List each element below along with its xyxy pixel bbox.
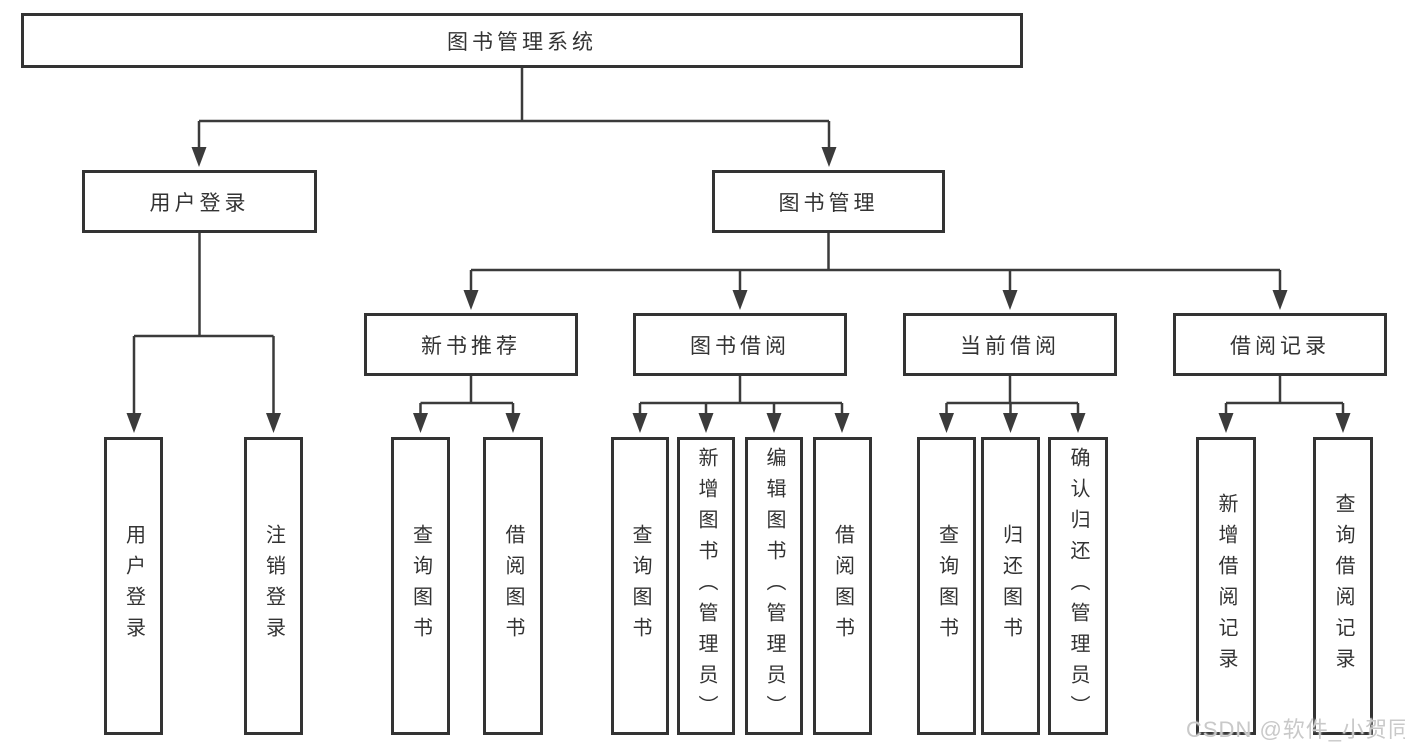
node-borrow-records: 借阅记录 xyxy=(1173,313,1387,376)
node-new-book-recommend: 新书推荐 xyxy=(364,313,578,376)
node-root-label: 图书管理系统 xyxy=(447,30,597,54)
leaf-query-books-3: 查询图书 xyxy=(917,437,976,735)
node-borrow-records-label: 借阅记录 xyxy=(1230,334,1330,358)
leaf-return-books: 归还图书 xyxy=(981,437,1040,735)
node-book-management-label: 图书管理 xyxy=(778,191,879,215)
node-book-management: 图书管理 xyxy=(712,170,945,233)
node-new-book-recommend-label: 新书推荐 xyxy=(421,334,521,358)
watermark: CSDN @软件_小贺同学 xyxy=(1186,717,1405,742)
leaf-add-books-admin: 新增图书（管理员） xyxy=(677,437,735,735)
leaf-logout: 注销登录 xyxy=(244,437,303,735)
leaf-borrow-books-1-label: 借阅图书 xyxy=(502,524,524,648)
leaf-add-books-admin-label: 新增图书（管理员） xyxy=(695,446,717,726)
leaf-query-books-2-label: 查询图书 xyxy=(629,524,651,648)
leaf-borrow-books-1: 借阅图书 xyxy=(483,437,543,735)
node-book-borrow: 图书借阅 xyxy=(633,313,847,376)
node-user-login-label: 用户登录 xyxy=(149,191,250,215)
connector-segments xyxy=(132,68,1345,418)
leaf-user-login-label: 用户登录 xyxy=(122,524,145,648)
leaf-query-books-3-label: 查询图书 xyxy=(935,524,958,648)
leaf-edit-books-admin: 编辑图书（管理员） xyxy=(745,437,803,735)
node-current-borrow-label: 当前借阅 xyxy=(960,334,1060,358)
leaf-query-borrow-record-label: 查询借阅记录 xyxy=(1332,493,1354,679)
leaf-query-borrow-record: 查询借阅记录 xyxy=(1313,437,1373,735)
leaf-borrow-books-2-label: 借阅图书 xyxy=(831,524,854,648)
leaf-user-login: 用户登录 xyxy=(104,437,163,735)
leaf-query-books-1: 查询图书 xyxy=(391,437,450,735)
leaf-confirm-return-admin: 确认归还（管理员） xyxy=(1048,437,1108,735)
leaf-borrow-books-2: 借阅图书 xyxy=(813,437,872,735)
leaf-query-books-2: 查询图书 xyxy=(611,437,669,735)
node-user-login: 用户登录 xyxy=(82,170,317,233)
node-current-borrow: 当前借阅 xyxy=(903,313,1117,376)
leaf-add-borrow-record-label: 新增借阅记录 xyxy=(1215,493,1237,679)
leaf-logout-label: 注销登录 xyxy=(262,524,285,648)
node-root: 图书管理系统 xyxy=(21,13,1023,68)
node-book-borrow-label: 图书借阅 xyxy=(690,334,790,358)
leaf-return-books-label: 归还图书 xyxy=(999,524,1022,648)
leaf-add-borrow-record: 新增借阅记录 xyxy=(1196,437,1256,735)
leaf-edit-books-admin-label: 编辑图书（管理员） xyxy=(763,446,785,726)
leaf-confirm-return-admin-label: 确认归还（管理员） xyxy=(1067,446,1089,726)
leaf-query-books-1-label: 查询图书 xyxy=(409,524,432,648)
